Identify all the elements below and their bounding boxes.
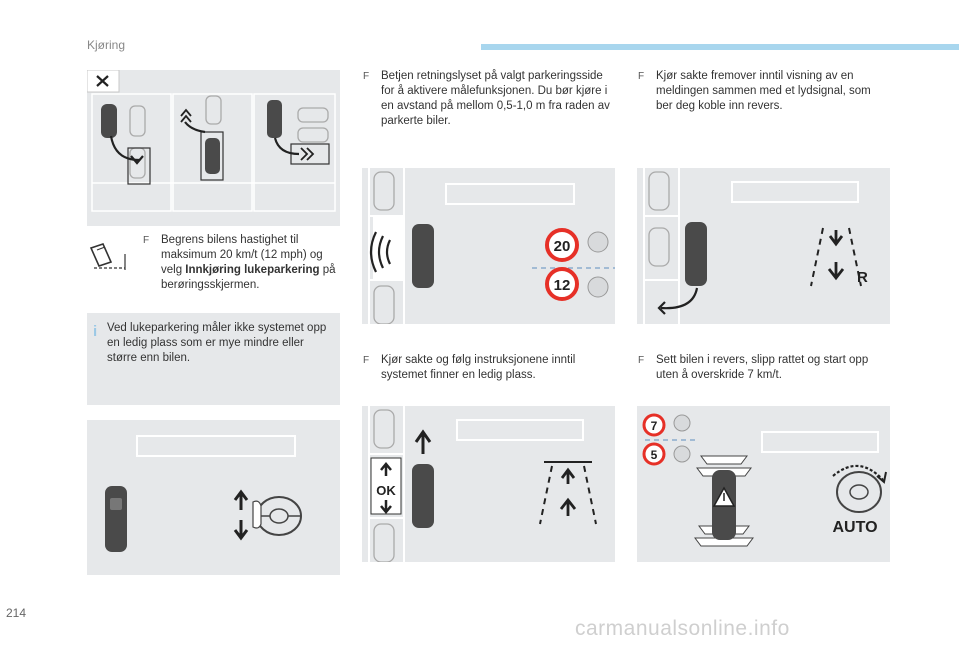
step-text: Betjen retningslyset på valgt parkerings…: [381, 70, 610, 127]
speed-sign-bottom: 5: [642, 442, 691, 466]
arrow-icon: [414, 429, 432, 454]
warning-icon: [712, 486, 736, 507]
speed-top: 7: [651, 419, 658, 433]
bullet-mark: F: [143, 235, 150, 246]
step-text: Sett bilen i revers, slipp rattet og sta…: [656, 354, 869, 381]
steering-release-illustration: [87, 420, 340, 575]
step-forward: F Kjør sakte fremover inntil visning av …: [638, 69, 890, 114]
page-number: 214: [6, 606, 27, 620]
steering-wheel-icon: [252, 496, 302, 536]
parking-mode-icon: [87, 240, 129, 274]
speed-sign-top: 20: [545, 228, 609, 262]
section-title: Kjøring: [87, 38, 126, 52]
step-limit-speed: F Begrens bilens hastighet til maksimum …: [143, 233, 340, 293]
bullet-mark: F: [363, 71, 370, 82]
guidance-illustration: OK: [362, 406, 615, 562]
measuring-illustration: 20 12: [362, 168, 615, 324]
info-note: i Ved lukeparkering måler ikke systemet …: [87, 313, 340, 405]
speed-bottom: 5: [651, 448, 658, 462]
section-accent-bar: [481, 44, 959, 50]
speed-bottom: 12: [554, 277, 571, 294]
speed-sign-top: 7: [642, 413, 691, 437]
auto-steer-illustration: 7 5 AUTO: [637, 406, 890, 562]
ok-label: OK: [376, 483, 396, 498]
bullet-mark: F: [638, 71, 645, 82]
rotate-icon: [832, 464, 887, 513]
auto-label: AUTO: [832, 519, 877, 536]
speed-top: 20: [554, 238, 571, 255]
parking-modes-illustration: [87, 70, 340, 226]
bullet-mark: F: [638, 355, 645, 366]
close-icon: [96, 75, 109, 87]
watermark: carmanualsonline.info: [575, 617, 790, 640]
step-text: Kjør sakte og følg instruksjonene inntil…: [381, 354, 576, 381]
step-text-end: på berøringsskjermen.: [161, 264, 336, 291]
step-text: Begrens bilens hastighet til maksimum 20…: [161, 234, 323, 276]
sensor-waves-icon: [369, 231, 391, 273]
info-icon: i: [93, 323, 98, 340]
speed-sign-bottom: 12: [545, 267, 609, 301]
reverse-gear-label: R: [857, 269, 868, 286]
step-follow-instructions: F Kjør sakte og følg instruksjonene innt…: [363, 353, 615, 383]
step-reverse: F Sett bilen i revers, slipp rattet og s…: [638, 353, 890, 383]
step-text-bold: Innkjøring lukeparkering: [185, 264, 320, 276]
note-text: Ved lukeparkering måler ikke systemet op…: [107, 322, 327, 364]
bullet-mark: F: [363, 355, 370, 366]
reverse-prompt-illustration: R: [637, 168, 890, 324]
step-indicator: F Betjen retningslyset på valgt parkerin…: [363, 69, 615, 129]
step-text: Kjør sakte fremover inntil visning av en…: [656, 70, 871, 112]
